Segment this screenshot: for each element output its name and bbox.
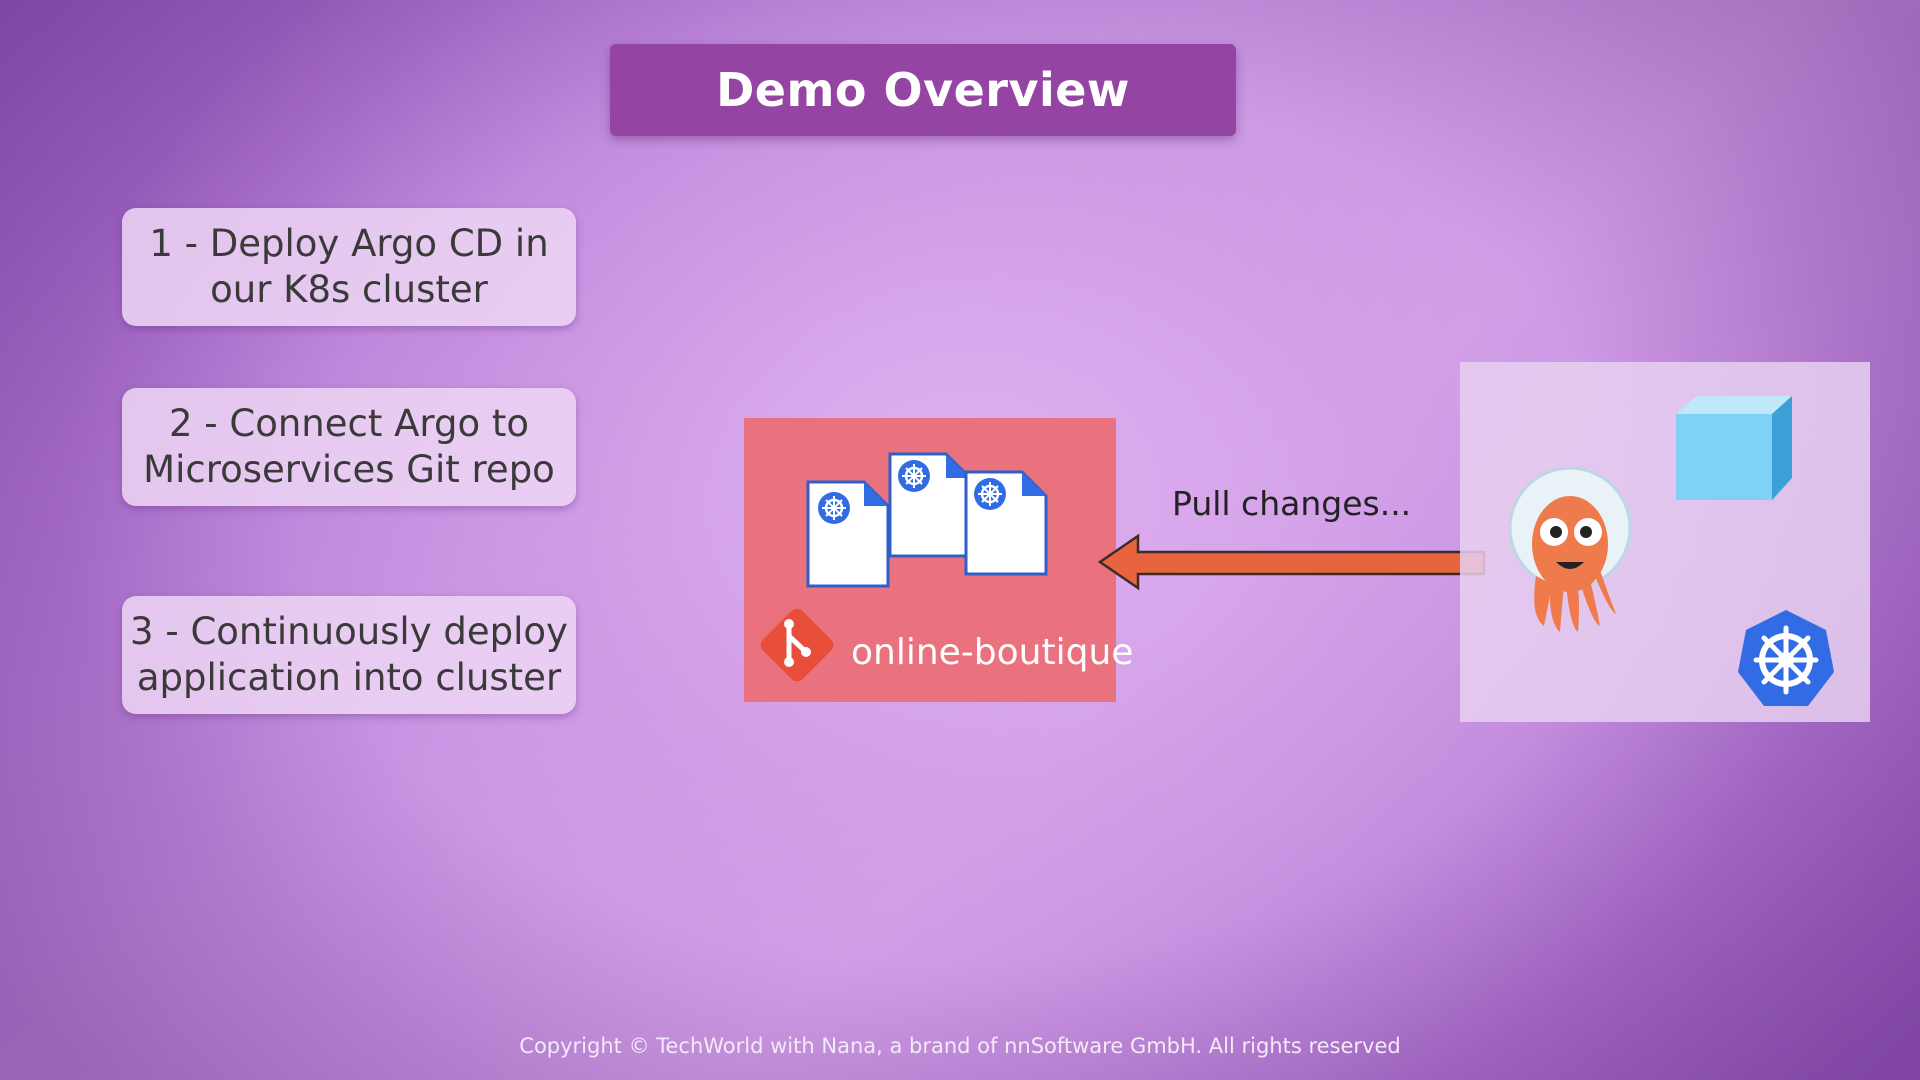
step-1-label: 1 - Deploy Argo CD in our K8s cluster xyxy=(149,222,549,311)
title-banner: Demo Overview xyxy=(610,44,1236,136)
pull-arrow-icon xyxy=(1098,533,1486,591)
kubernetes-helm-icon xyxy=(1738,610,1834,706)
copyright-footer: Copyright © TechWorld with Nana, a brand… xyxy=(519,1034,1401,1058)
step-3-card: 3 - Continuously deploy application into… xyxy=(122,596,576,714)
git-logo-icon xyxy=(760,608,834,682)
kubernetes-manifest-icon xyxy=(806,480,890,588)
pull-changes-label: Pull changes... xyxy=(1172,484,1412,523)
kubernetes-manifest-icon xyxy=(964,470,1048,576)
repo-name-label: online-boutique xyxy=(851,632,1134,673)
step-2-label: 2 - Connect Argo to Microservices Git re… xyxy=(143,402,555,491)
cube-icon xyxy=(1676,396,1792,500)
kubernetes-manifest-icon xyxy=(888,452,972,558)
step-2-card: 2 - Connect Argo to Microservices Git re… xyxy=(122,388,576,506)
page-title: Demo Overview xyxy=(716,63,1130,117)
step-3-label: 3 - Continuously deploy application into… xyxy=(130,610,568,699)
step-1-card: 1 - Deploy Argo CD in our K8s cluster xyxy=(122,208,576,326)
argo-octopus-icon xyxy=(1508,466,1632,632)
